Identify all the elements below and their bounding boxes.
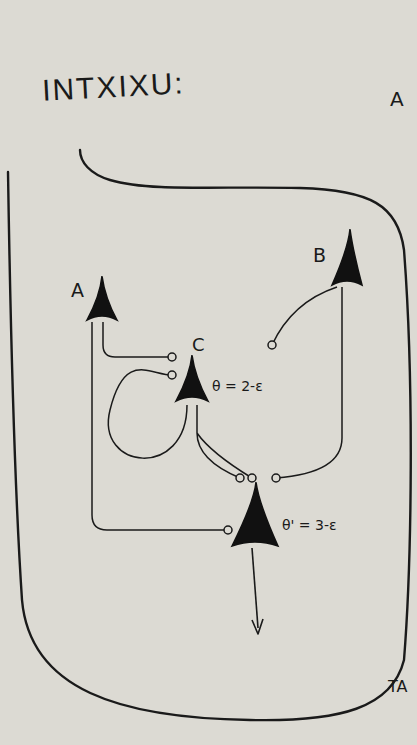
synapse-terminal bbox=[248, 474, 256, 482]
axon-connector bbox=[197, 405, 256, 482]
threshold-label: θ = 2-ε bbox=[212, 379, 263, 394]
margin-letter: A bbox=[390, 88, 404, 110]
output-axon bbox=[252, 548, 258, 628]
synapse-terminal bbox=[268, 341, 276, 349]
synapse-terminal bbox=[168, 353, 176, 361]
threshold-label: θ' = 3-ε bbox=[282, 518, 337, 533]
axon-line bbox=[108, 370, 187, 458]
title-text: INTXIXU: bbox=[41, 66, 185, 106]
neuron: B bbox=[312, 225, 364, 287]
neuron: Cθ = 2-ε bbox=[172, 335, 272, 405]
neuron: A bbox=[70, 272, 120, 322]
region-outline bbox=[8, 150, 411, 720]
axon-line bbox=[197, 405, 252, 478]
neuron-soma bbox=[228, 478, 358, 548]
axon-connector bbox=[103, 322, 176, 361]
synapse-terminal bbox=[272, 474, 280, 482]
soma-triangle bbox=[332, 229, 362, 285]
soma-triangle bbox=[232, 482, 278, 546]
axon-line bbox=[272, 287, 337, 345]
neuron-label: B bbox=[313, 245, 326, 266]
axon-line bbox=[276, 287, 342, 478]
axon-line bbox=[92, 322, 228, 530]
neuron: θ' = 3-ε bbox=[228, 478, 358, 548]
neuron-label: C bbox=[192, 335, 205, 355]
axon-connector bbox=[108, 370, 187, 458]
neuron-soma bbox=[172, 335, 272, 405]
synapse-terminal bbox=[236, 474, 244, 482]
neuron-label: A bbox=[71, 280, 84, 301]
soma-triangle bbox=[176, 355, 208, 401]
synapse-terminal bbox=[168, 371, 176, 379]
axon-connector bbox=[268, 287, 337, 349]
axon-connector bbox=[92, 322, 232, 534]
synapse-terminal bbox=[224, 526, 232, 534]
axon-connector bbox=[272, 287, 342, 482]
output-arrowhead bbox=[252, 619, 263, 634]
axon-line bbox=[103, 322, 172, 357]
margin-note: TA bbox=[388, 678, 407, 696]
soma-triangle bbox=[87, 276, 117, 320]
